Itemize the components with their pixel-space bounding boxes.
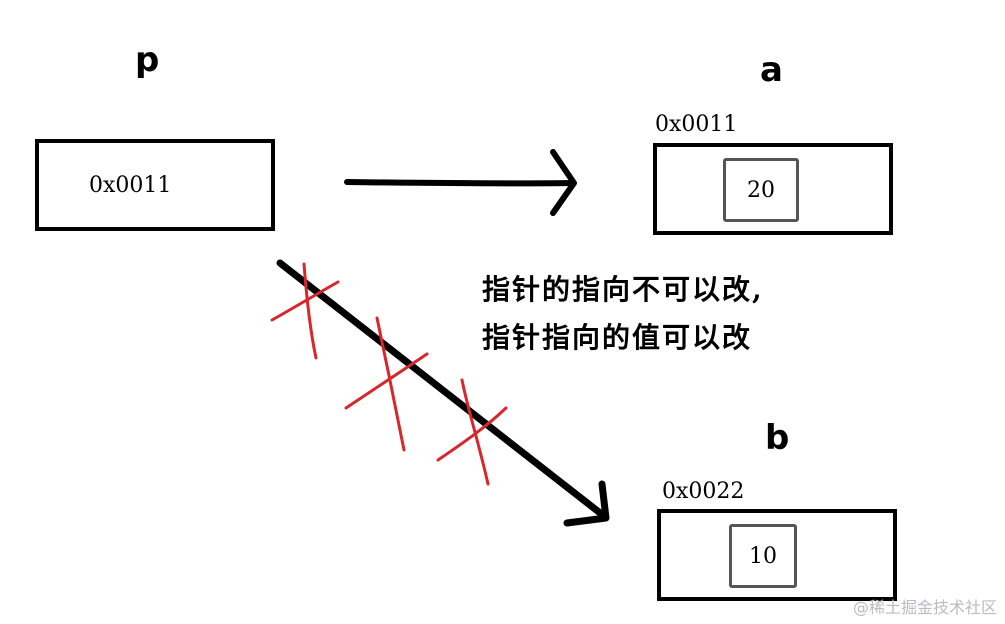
- arrow-p-to-b-forbidden: [276, 259, 610, 527]
- cross-mark: [270, 262, 340, 360]
- pointer-box: 0x0011: [35, 139, 275, 231]
- var-a-value-box: 20: [723, 158, 799, 222]
- arrow-p-to-a: [344, 149, 577, 216]
- var-b-name-label: b: [765, 418, 790, 458]
- pointer-name-label: p: [135, 40, 160, 80]
- var-b-box: 10: [657, 509, 897, 601]
- watermark: @稀土掘金技术社区: [852, 598, 997, 617]
- cross-mark: [344, 316, 429, 452]
- cross-marks: [270, 262, 508, 486]
- note-line-2: 指针指向的值可以改: [482, 321, 753, 354]
- note-line-1: 指针的指向不可以改,: [482, 273, 764, 306]
- var-a-address: 0x0011: [655, 112, 738, 137]
- cross-mark: [436, 378, 508, 486]
- var-a-name-label: a: [760, 50, 783, 90]
- var-b-value-box: 10: [729, 524, 797, 588]
- var-a-value: 20: [747, 177, 775, 203]
- var-b-address: 0x0022: [662, 479, 745, 504]
- pointer-value: 0x0011: [89, 173, 172, 198]
- var-a-box: 20: [653, 143, 893, 235]
- var-b-value: 10: [749, 543, 777, 569]
